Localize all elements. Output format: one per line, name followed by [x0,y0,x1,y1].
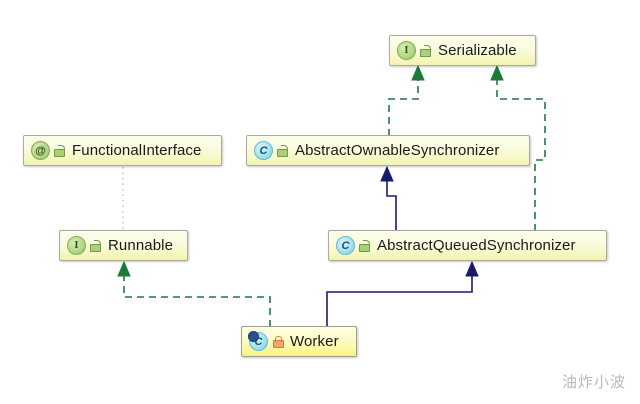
edge-aos-implements-serializable [388,64,425,136]
edge-worker-extends-aqs [326,260,479,327]
node-label: Runnable [108,237,174,254]
node-abstract-queued-synchronizer[interactable]: C AbstractQueuedSynchronizer [328,230,607,261]
watermark: 油炸小波 [561,373,626,391]
annotation-icon: @ [31,141,50,160]
interface-icon: I [67,236,86,255]
class-icon: C [336,236,355,255]
node-runnable[interactable]: I Runnable [59,230,188,261]
node-label: Worker [290,333,339,350]
node-abstract-ownable-synchronizer[interactable]: C AbstractOwnableSynchronizer [246,135,530,166]
edge-aqs-extends-aos [380,165,397,231]
public-padlock-icon [277,144,288,157]
private-padlock-icon [272,335,284,348]
node-label: FunctionalInterface [72,142,202,159]
node-label: Serializable [438,42,517,59]
node-label: AbstractQueuedSynchronizer [377,237,576,254]
public-padlock-icon [90,239,101,252]
node-serializable[interactable]: I Serializable [389,35,536,66]
node-worker[interactable]: C Worker [241,326,357,357]
public-padlock-icon [54,144,65,157]
edge-worker-implements-runnable [117,260,271,327]
inner-class-icon: C [248,331,268,351]
public-padlock-icon [359,239,370,252]
node-label: AbstractOwnableSynchronizer [295,142,500,159]
class-icon: C [254,141,273,160]
interface-icon: I [397,41,416,60]
node-functional-interface[interactable]: @ FunctionalInterface [23,135,222,166]
public-padlock-icon [420,44,431,57]
